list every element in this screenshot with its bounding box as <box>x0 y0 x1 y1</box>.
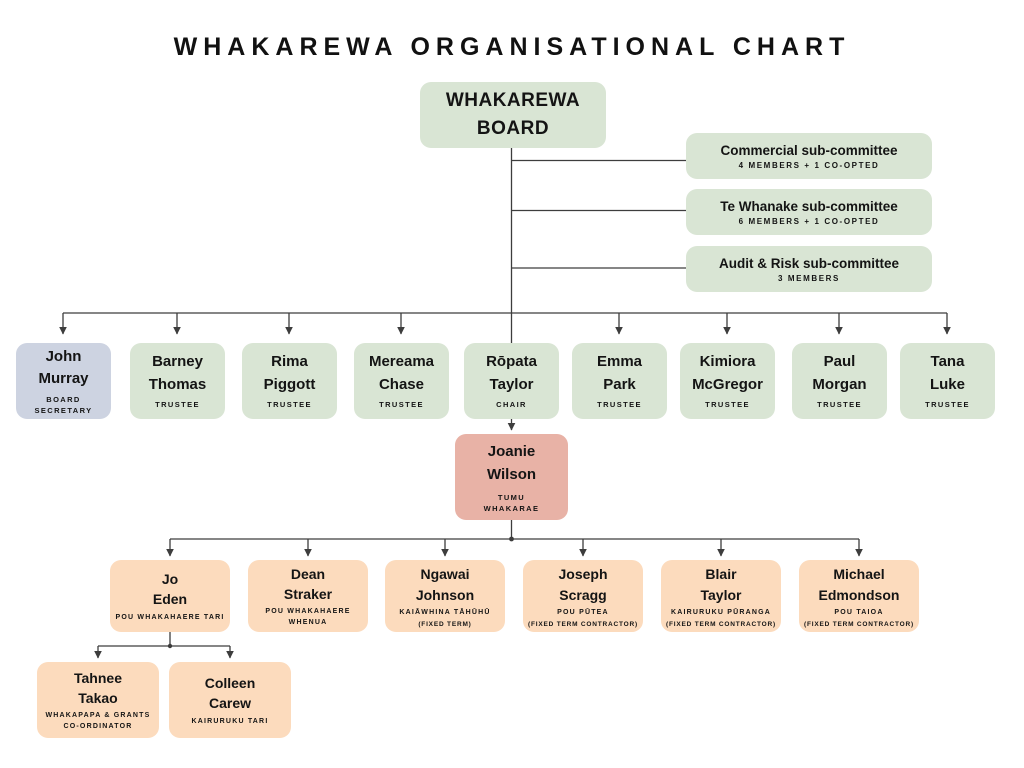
person-name: Kimiora McGregor <box>692 353 763 393</box>
person-role: POU WHAKAHAERE TARI <box>115 613 225 621</box>
person-name: Jo Eden <box>152 570 188 608</box>
node-michael-edmondson: Michael Edmondson POU TAIOA (FIXED TERM … <box>799 560 919 632</box>
node-rima-piggott: Rima Piggott TRUSTEE <box>242 343 337 419</box>
node-subcommittee-commercial: Commercial sub-committee 4 MEMBERS + 1 C… <box>686 133 932 179</box>
node-dean-straker: Dean Straker POU WHAKAHAERE WHENUA <box>248 560 368 632</box>
person-role: TRUSTEE <box>267 400 312 410</box>
person-name: Tana Luke <box>929 353 965 393</box>
person-note: (FIXED TERM CONTRACTOR) <box>528 620 638 628</box>
person-role: POU TAIOA <box>834 609 884 617</box>
person-name: John Murray <box>38 347 89 388</box>
person-role: TRUSTEE <box>705 400 750 410</box>
person-name: Blair Taylor <box>700 566 742 603</box>
node-ngawai-johnson: Ngawai Johnson KAIĀWHINA TĀHŪHŪ (FIXED T… <box>385 560 505 632</box>
person-name: Joanie Wilson <box>486 443 537 484</box>
person-name: Rima Piggott <box>263 353 316 393</box>
node-emma-park: Emma Park TRUSTEE <box>572 343 667 419</box>
person-role: BOARD SECRETARY <box>34 394 93 415</box>
person-note: (FIXED TERM) <box>418 620 472 628</box>
subcommittee-members: 3 MEMBERS <box>778 273 840 283</box>
node-subcommittee-audit-risk: Audit & Risk sub-committee 3 MEMBERS <box>686 246 932 292</box>
node-paul-morgan: Paul Morgan TRUSTEE <box>792 343 887 419</box>
person-role: TRUSTEE <box>155 400 200 410</box>
subcommittee-name: Audit & Risk sub-committee <box>718 255 900 271</box>
node-kimiora-mcgregor: Kimiora McGregor TRUSTEE <box>680 343 775 419</box>
person-name: Dean Straker <box>283 565 333 602</box>
node-jo-eden: Jo Eden POU WHAKAHAERE TARI <box>110 560 230 632</box>
person-name: Tahnee Takao <box>74 669 122 706</box>
person-name: Joseph Scragg <box>558 566 608 603</box>
person-name: Rōpata Taylor <box>486 353 537 393</box>
person-name: Michael Edmondson <box>818 566 900 603</box>
subcommittee-name: Commercial sub-committee <box>720 142 898 158</box>
person-role: KAIĀWHINA TĀHŪHŪ <box>399 609 491 617</box>
node-barney-thomas: Barney Thomas TRUSTEE <box>130 343 225 419</box>
person-role: TUMU WHAKARAE <box>483 492 540 513</box>
person-note: (FIXED TERM CONTRACTOR) <box>804 620 914 628</box>
person-name: Mereama Chase <box>368 353 435 393</box>
person-role: CHAIR <box>496 400 527 410</box>
subcommittee-name: Te Whanake sub-committee <box>720 198 898 214</box>
chart-title: WHAKAREWA ORGANISATIONAL CHART <box>173 33 851 61</box>
person-name: Ngawai Johnson <box>415 566 475 603</box>
node-john-murray: John Murray BOARD SECRETARY <box>16 343 111 419</box>
person-role: TRUSTEE <box>925 400 970 410</box>
person-role: TRUSTEE <box>597 400 642 410</box>
node-tahnee-takao: Tahnee Takao WHAKAPAPA & GRANTS CO-ORDIN… <box>37 662 159 738</box>
subcommittee-members: 4 MEMBERS + 1 CO-OPTED <box>738 160 880 170</box>
node-joseph-scragg: Joseph Scragg POU PŪTEA (FIXED TERM CONT… <box>523 560 643 632</box>
node-board: WHAKAREWA BOARD <box>420 82 606 148</box>
person-role: TRUSTEE <box>379 400 424 410</box>
person-role: POU WHAKAHAERE WHENUA <box>265 608 351 626</box>
node-joanie-wilson: Joanie Wilson TUMU WHAKARAE <box>455 434 568 520</box>
node-tana-luke: Tana Luke TRUSTEE <box>900 343 995 419</box>
node-ropata-taylor: Rōpata Taylor CHAIR <box>464 343 559 419</box>
node-colleen-carew: Colleen Carew KAIRURUKU TARI <box>169 662 291 738</box>
board-name: WHAKAREWA BOARD <box>445 90 581 139</box>
person-name: Paul Morgan <box>812 353 867 393</box>
person-name: Barney Thomas <box>148 353 207 393</box>
person-role: POU PŪTEA <box>557 609 609 617</box>
person-role: WHAKAPAPA & GRANTS CO-ORDINATOR <box>45 712 151 730</box>
node-blair-taylor: Blair Taylor KAIRURUKU PŪRANGA (FIXED TE… <box>661 560 781 632</box>
person-note: (FIXED TERM CONTRACTOR) <box>666 620 776 628</box>
person-role: KAIRURUKU PŪRANGA <box>670 609 772 617</box>
person-role: TRUSTEE <box>817 400 862 410</box>
subcommittee-members: 6 MEMBERS + 1 CO-OPTED <box>738 216 880 226</box>
node-mereama-chase: Mereama Chase TRUSTEE <box>354 343 449 419</box>
person-name: Emma Park <box>596 353 643 393</box>
node-subcommittee-te-whanake: Te Whanake sub-committee 6 MEMBERS + 1 C… <box>686 189 932 235</box>
person-name: Colleen Carew <box>204 674 256 712</box>
person-role: KAIRURUKU TARI <box>191 717 269 725</box>
